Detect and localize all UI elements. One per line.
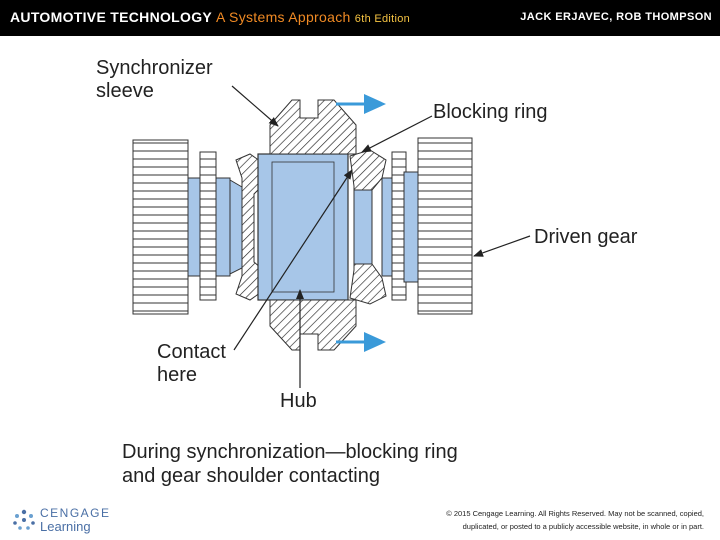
motion-arrow-top: [336, 94, 386, 114]
label-driven-gear: Driven gear: [534, 226, 638, 248]
diagram-caption: During synchronization—blocking ring and…: [122, 440, 458, 488]
book-subtitle: A Systems Approach: [216, 9, 351, 25]
label-synchronizer-sleeve-line1: Synchronizer: [96, 57, 213, 79]
book-title-main: AUTOMOTIVE TECHNOLOGY: [10, 9, 212, 25]
copyright-notice: © 2015 Cengage Learning. All Rights Rese…: [404, 507, 704, 533]
leader-contact-here: [233, 169, 353, 351]
book-title: AUTOMOTIVE TECHNOLOGY A Systems Approach…: [10, 9, 410, 25]
label-contact-here: Contact here: [157, 341, 226, 387]
label-contact-here-line1: Contact: [157, 341, 226, 363]
book-authors: JACK ERJAVEC, ROB THOMPSON: [520, 11, 712, 23]
label-hub: Hub: [280, 390, 317, 412]
left-gear: [132, 139, 255, 315]
cengage-logo: CENGAGE Learning: [12, 506, 112, 534]
leader-blocking-ring: [361, 115, 433, 153]
book-edition: 6th Edition: [354, 13, 411, 25]
motion-arrow-bottom: [336, 332, 386, 352]
leader-synchronizer-sleeve: [231, 85, 279, 127]
logo-word-cengage: CENGAGE: [40, 506, 111, 520]
label-contact-here-line2: here: [157, 364, 198, 386]
leader-driven-gear: [473, 235, 531, 257]
label-synchronizer-sleeve: Synchronizer sleeve: [96, 57, 213, 103]
label-blocking-ring: Blocking ring: [433, 101, 548, 123]
logo-word-learning: Learning: [40, 519, 91, 534]
synchronizer-sleeve-bottom: [269, 299, 357, 351]
header-bar: AUTOMOTIVE TECHNOLOGY A Systems Approach…: [0, 0, 720, 36]
copyright-line1: © 2015 Cengage Learning. All Rights Rese…: [446, 509, 704, 518]
driven-gear-part: [353, 137, 473, 315]
label-synchronizer-sleeve-line2: sleeve: [96, 80, 154, 102]
copyright-line2: duplicated, or posted to a publicly acce…: [462, 522, 704, 531]
caption-line1: During synchronization—blocking ring: [122, 441, 458, 463]
cengage-logo-icon: [13, 509, 35, 530]
synchronizer-sleeve-top: [269, 99, 357, 155]
caption-line2: and gear shoulder contacting: [122, 465, 380, 487]
